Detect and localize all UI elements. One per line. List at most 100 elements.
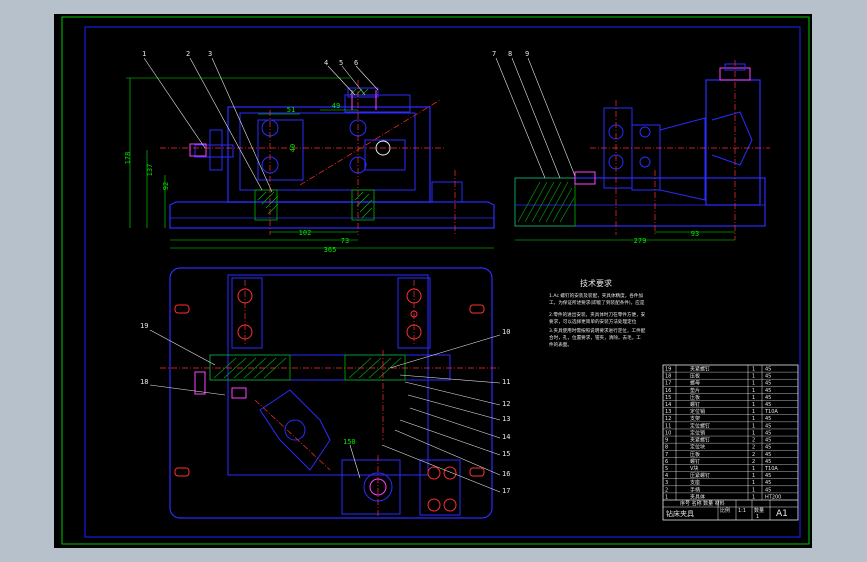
tb-row-no: 7 <box>665 452 668 458</box>
tb-row-qty: 1 <box>752 480 755 486</box>
label-18: 18 <box>140 378 148 386</box>
tb-row-name: 夹具体 <box>690 493 705 500</box>
dim-51: 51 <box>287 106 295 114</box>
tb-row-name: 手柄 <box>690 486 700 493</box>
tb-row-name: 夹紧螺钉 <box>690 437 710 444</box>
label-5: 5 <box>339 59 343 67</box>
front-base <box>169 201 495 229</box>
tb-row-mat: 45 <box>765 438 771 444</box>
label-19: 19 <box>140 322 148 330</box>
tb-row-no: 16 <box>665 388 671 394</box>
label-9: 9 <box>525 50 529 58</box>
label-4: 4 <box>324 59 328 67</box>
tb-row-no: 19 <box>665 367 671 373</box>
tb-row-no: 13 <box>665 409 671 415</box>
tb-row-no: 10 <box>665 430 671 436</box>
tb-row-mat: T10A <box>764 466 778 472</box>
notes-line-6: 合时，孔，位置要求，钳夹，清除，去毛，工 <box>549 334 641 341</box>
tb-row-qty: 2 <box>752 445 755 451</box>
tb-row-name: 支座 <box>690 479 700 486</box>
dim-365: 365 <box>324 246 337 254</box>
top-view: 19 18 150 10 11 12 13 14 15 16 17 <box>140 267 510 519</box>
tb-row-no: 15 <box>665 395 671 401</box>
tb-row-no: 5 <box>665 466 668 472</box>
tb-row-name: 垫片 <box>690 387 700 394</box>
tb-row-no: 18 <box>665 374 671 380</box>
tb-row-no: 8 <box>665 445 668 451</box>
tb-row-no: 4 <box>665 473 668 479</box>
label-6: 6 <box>354 59 358 67</box>
tb-row-name: 夹紧螺钉 <box>690 366 710 373</box>
tb-row-name: 压紧螺钉 <box>690 472 710 479</box>
dim-73: 73 <box>341 237 349 245</box>
tb-row-qty: 1 <box>752 367 755 373</box>
tb-row-mat: 45 <box>765 388 771 394</box>
dim-93: 93 <box>691 230 699 238</box>
notes-line-5: 3.夹具使用时需按照说明要求进行定位，工件配 <box>549 327 646 334</box>
tb-row-qty: 2 <box>752 438 755 444</box>
tb-row-mat: 45 <box>765 416 771 422</box>
drawing-sheet <box>54 14 812 548</box>
dim-137: 137 <box>146 164 154 177</box>
tb-row-no: 17 <box>665 381 671 387</box>
tb-row-qty: 1 <box>752 395 755 401</box>
tb-row-mat: 45 <box>765 374 771 380</box>
label-14: 14 <box>502 433 510 441</box>
label-11: 11 <box>502 378 510 386</box>
tb-row-name: V块 <box>690 465 698 472</box>
tb-row-no: 2 <box>665 487 668 493</box>
label-13: 13 <box>502 415 510 423</box>
count-label: 数量 <box>754 507 764 514</box>
notes-line-1: 1.Ac 螺钉的安装及装配，夹具体精度，各件加 <box>549 292 644 299</box>
tb-row-qty: 1 <box>752 381 755 387</box>
tb-row-name: 螺母 <box>690 380 700 387</box>
tb-row-qty: 1 <box>752 473 755 479</box>
scale-label: 比例 <box>720 507 730 514</box>
label-17: 17 <box>502 487 510 495</box>
tb-row-mat: 45 <box>765 381 771 387</box>
side-view: 279 93 7 8 9 <box>492 50 770 245</box>
technical-notes: 技术要求 1.Ac 螺钉的安装及装配，夹具体精度，各件加 工，为保证所述要求(即… <box>549 278 646 348</box>
notes-title: 技术要求 <box>580 278 612 288</box>
tb-row-mat: 45 <box>765 402 771 408</box>
tb-row-mat: 45 <box>765 430 771 436</box>
tb-row-qty: 1 <box>752 416 755 422</box>
outer-border <box>61 16 810 545</box>
notes-line-3: 2.零件的进出安装，夹具体时刀在零件方便，安 <box>549 311 646 318</box>
notes-line-4: 要求，可以选择更简单的安装方法处理定位 <box>549 318 637 325</box>
tb-row-name: 螺钉 <box>690 458 700 465</box>
dim-279: 279 <box>634 237 647 245</box>
tb-row-mat: HT200 <box>765 494 781 500</box>
tb-row-no: 12 <box>665 416 671 422</box>
label-3: 3 <box>208 50 212 58</box>
label-12: 12 <box>502 400 510 408</box>
tb-row-qty: 1 <box>752 423 755 429</box>
tb-row-name: 支架 <box>690 415 700 422</box>
front-view: 178 137 92 51 49 40 102 73 365 1 2 3 4 5… <box>124 50 495 254</box>
tb-row-qty: 1 <box>752 494 755 500</box>
tb-row-qty: 1 <box>752 430 755 436</box>
dim-92: 92 <box>162 182 170 190</box>
tb-row-name: 螺钉 <box>690 401 700 408</box>
tb-row-qty: 2 <box>752 452 755 458</box>
tb-row-name: 压板 <box>690 451 700 458</box>
tb-row-name: 定位销 <box>690 429 705 436</box>
tb-row-no: 1 <box>665 494 668 500</box>
label-2: 2 <box>186 50 190 58</box>
tb-row-no: 3 <box>665 480 668 486</box>
tb-row-qty: 1 <box>752 487 755 493</box>
tb-row-mat: 45 <box>765 473 771 479</box>
tb-row-name: 定位块 <box>690 444 705 451</box>
inner-border <box>84 26 801 538</box>
tb-row-mat: 45 <box>765 452 771 458</box>
tb-row-no: 6 <box>665 459 668 465</box>
scale-value: 1:1 <box>738 508 746 514</box>
label-10: 10 <box>502 328 510 336</box>
notes-line-7: 件的表面。 <box>549 341 572 348</box>
tb-row-mat: 45 <box>765 423 771 429</box>
count-value: 1 <box>756 514 759 520</box>
sheet-size: A1 <box>776 509 788 519</box>
tb-row-qty: 1 <box>752 466 755 472</box>
tb-row-name: 定位销 <box>690 408 705 415</box>
tb-row-qty: 1 <box>752 388 755 394</box>
